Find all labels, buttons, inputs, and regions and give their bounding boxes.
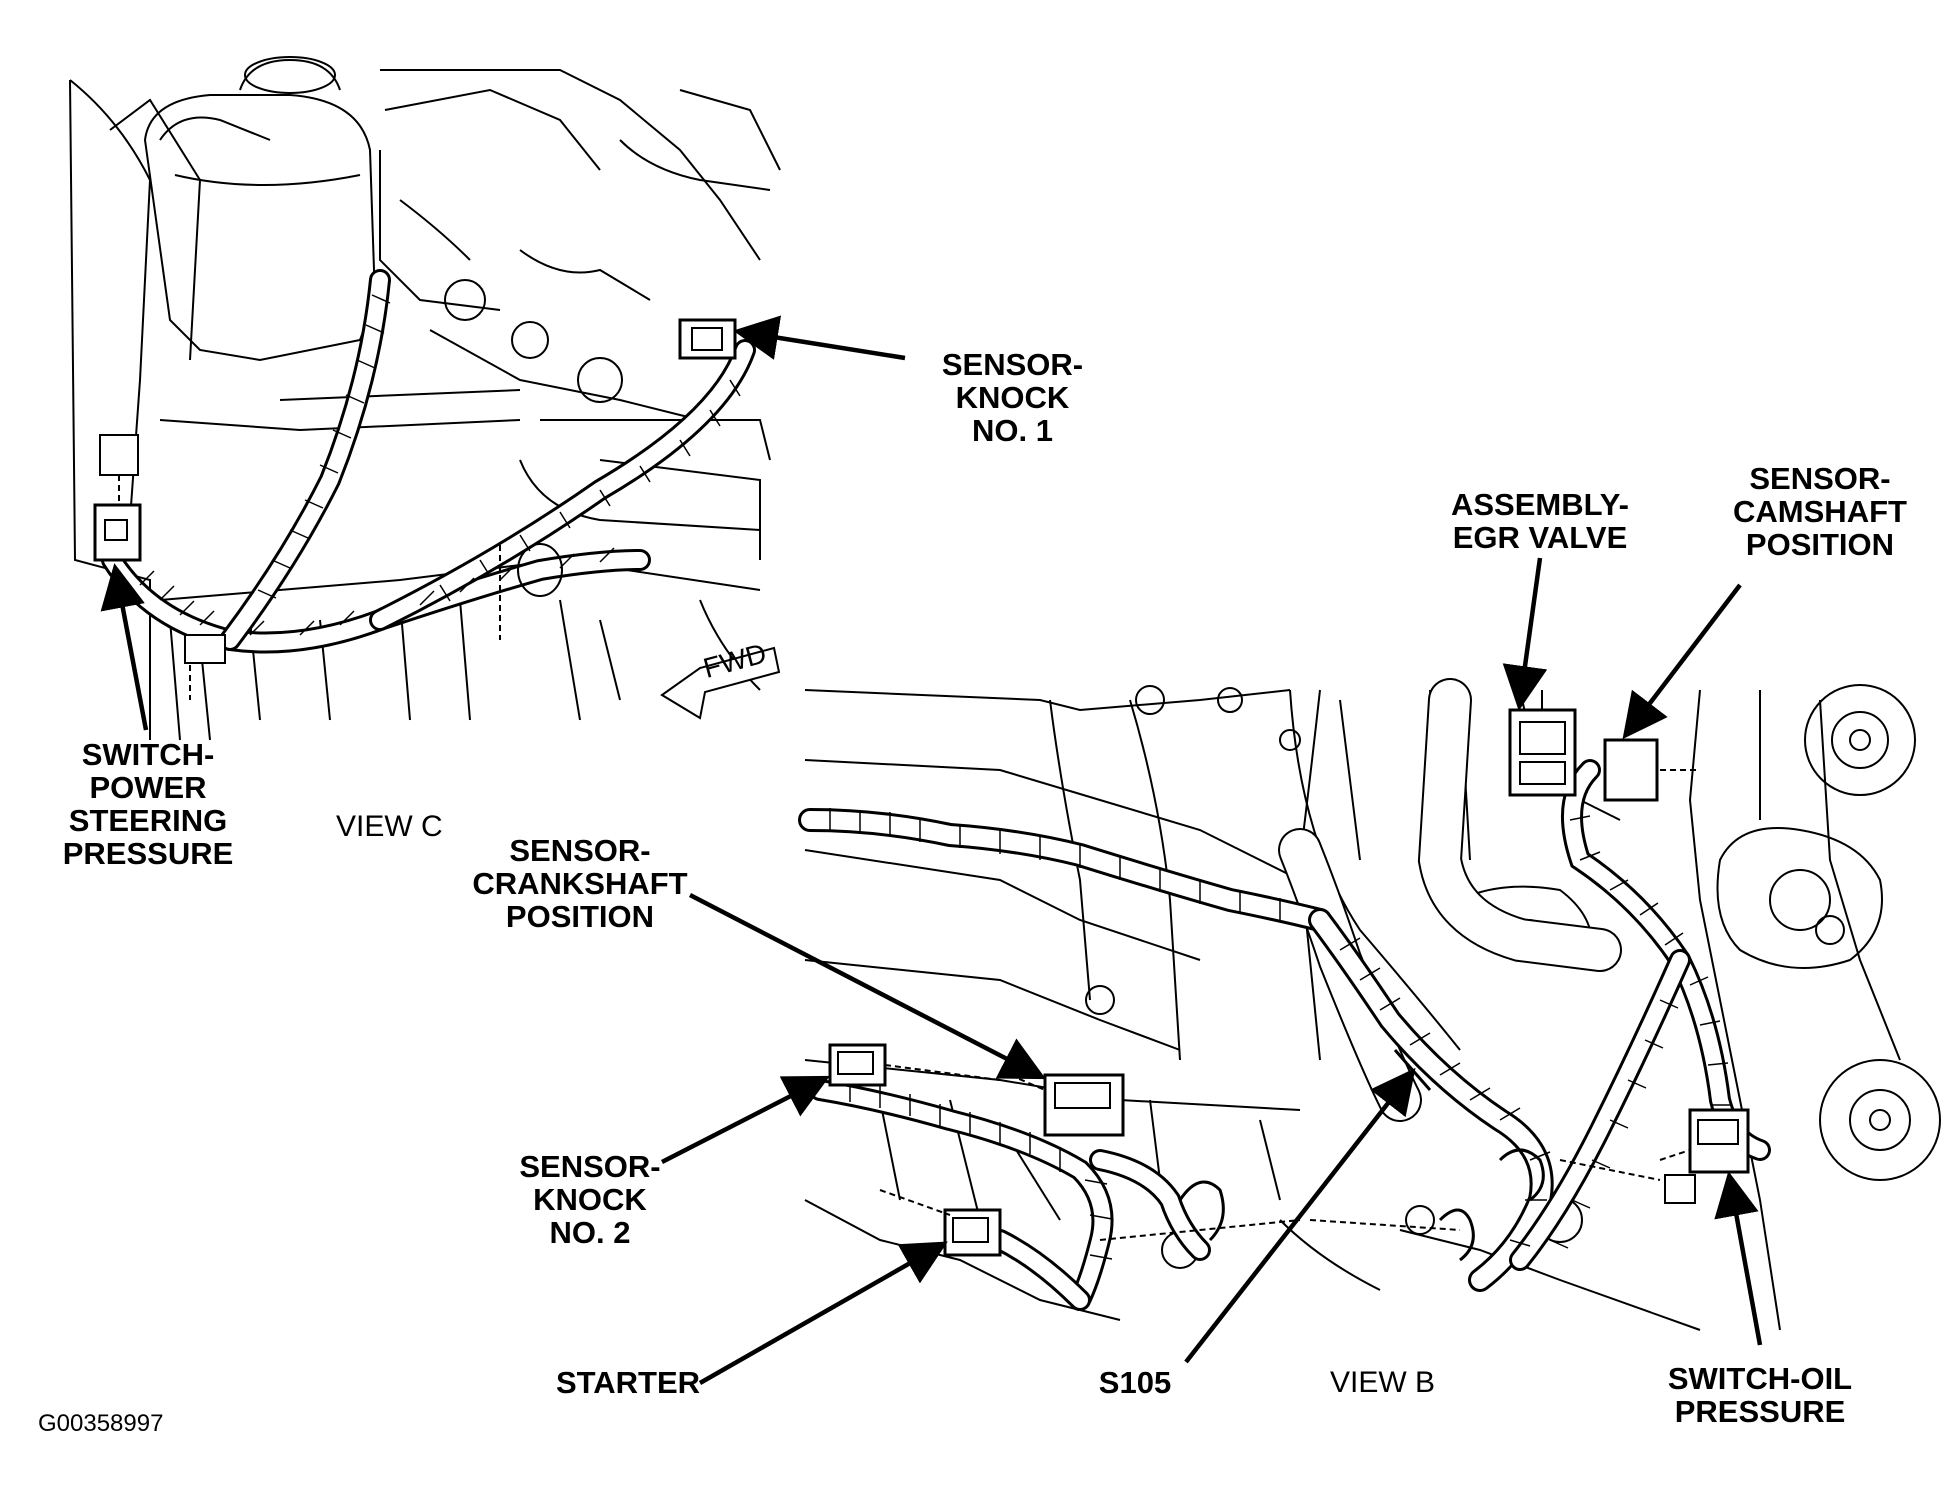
label-switch-power-steering: SWITCH- POWER STEERING PRESSURE bbox=[62, 737, 234, 871]
leader-switch-oil-pressure bbox=[1714, 1171, 1763, 1346]
label-switch-oil-pressure: SWITCH-OIL PRESSURE bbox=[1667, 1361, 1853, 1429]
leader-switch-power-steering bbox=[100, 563, 149, 731]
leader-starter bbox=[698, 1241, 948, 1385]
label-starter: STARTER bbox=[555, 1365, 701, 1400]
leader-sensor-crankshaft bbox=[688, 893, 1046, 1080]
label-s105: S105 bbox=[1098, 1365, 1172, 1400]
label-sensor-camshaft-position: SENSOR- CAMSHAFT POSITION bbox=[1733, 461, 1907, 562]
leader-assembly-egr bbox=[1502, 557, 1548, 711]
view-c-title: VIEW C bbox=[336, 810, 443, 843]
leader-sensor-camshaft bbox=[1622, 583, 1742, 740]
leader-sensor-knock-1 bbox=[733, 315, 906, 361]
leader-s105 bbox=[1184, 1067, 1416, 1364]
label-sensor-crankshaft-position: SENSOR- CRANKSHAFT POSITION bbox=[472, 833, 688, 934]
leader-arrows bbox=[100, 315, 1763, 1385]
figure-id: G00358997 bbox=[38, 1410, 164, 1437]
label-sensor-knock-1: SENSOR- KNOCK NO. 1 bbox=[941, 347, 1084, 448]
view-c-illustration bbox=[69, 56, 781, 741]
label-sensor-knock-2: SENSOR- KNOCK NO. 2 bbox=[519, 1149, 661, 1250]
leader-sensor-knock-2 bbox=[660, 1075, 831, 1165]
label-assembly-egr-valve: ASSEMBLY- EGR VALVE bbox=[1450, 487, 1629, 555]
view-b-illustration bbox=[798, 678, 1941, 1331]
view-b-title: VIEW B bbox=[1330, 1366, 1436, 1399]
